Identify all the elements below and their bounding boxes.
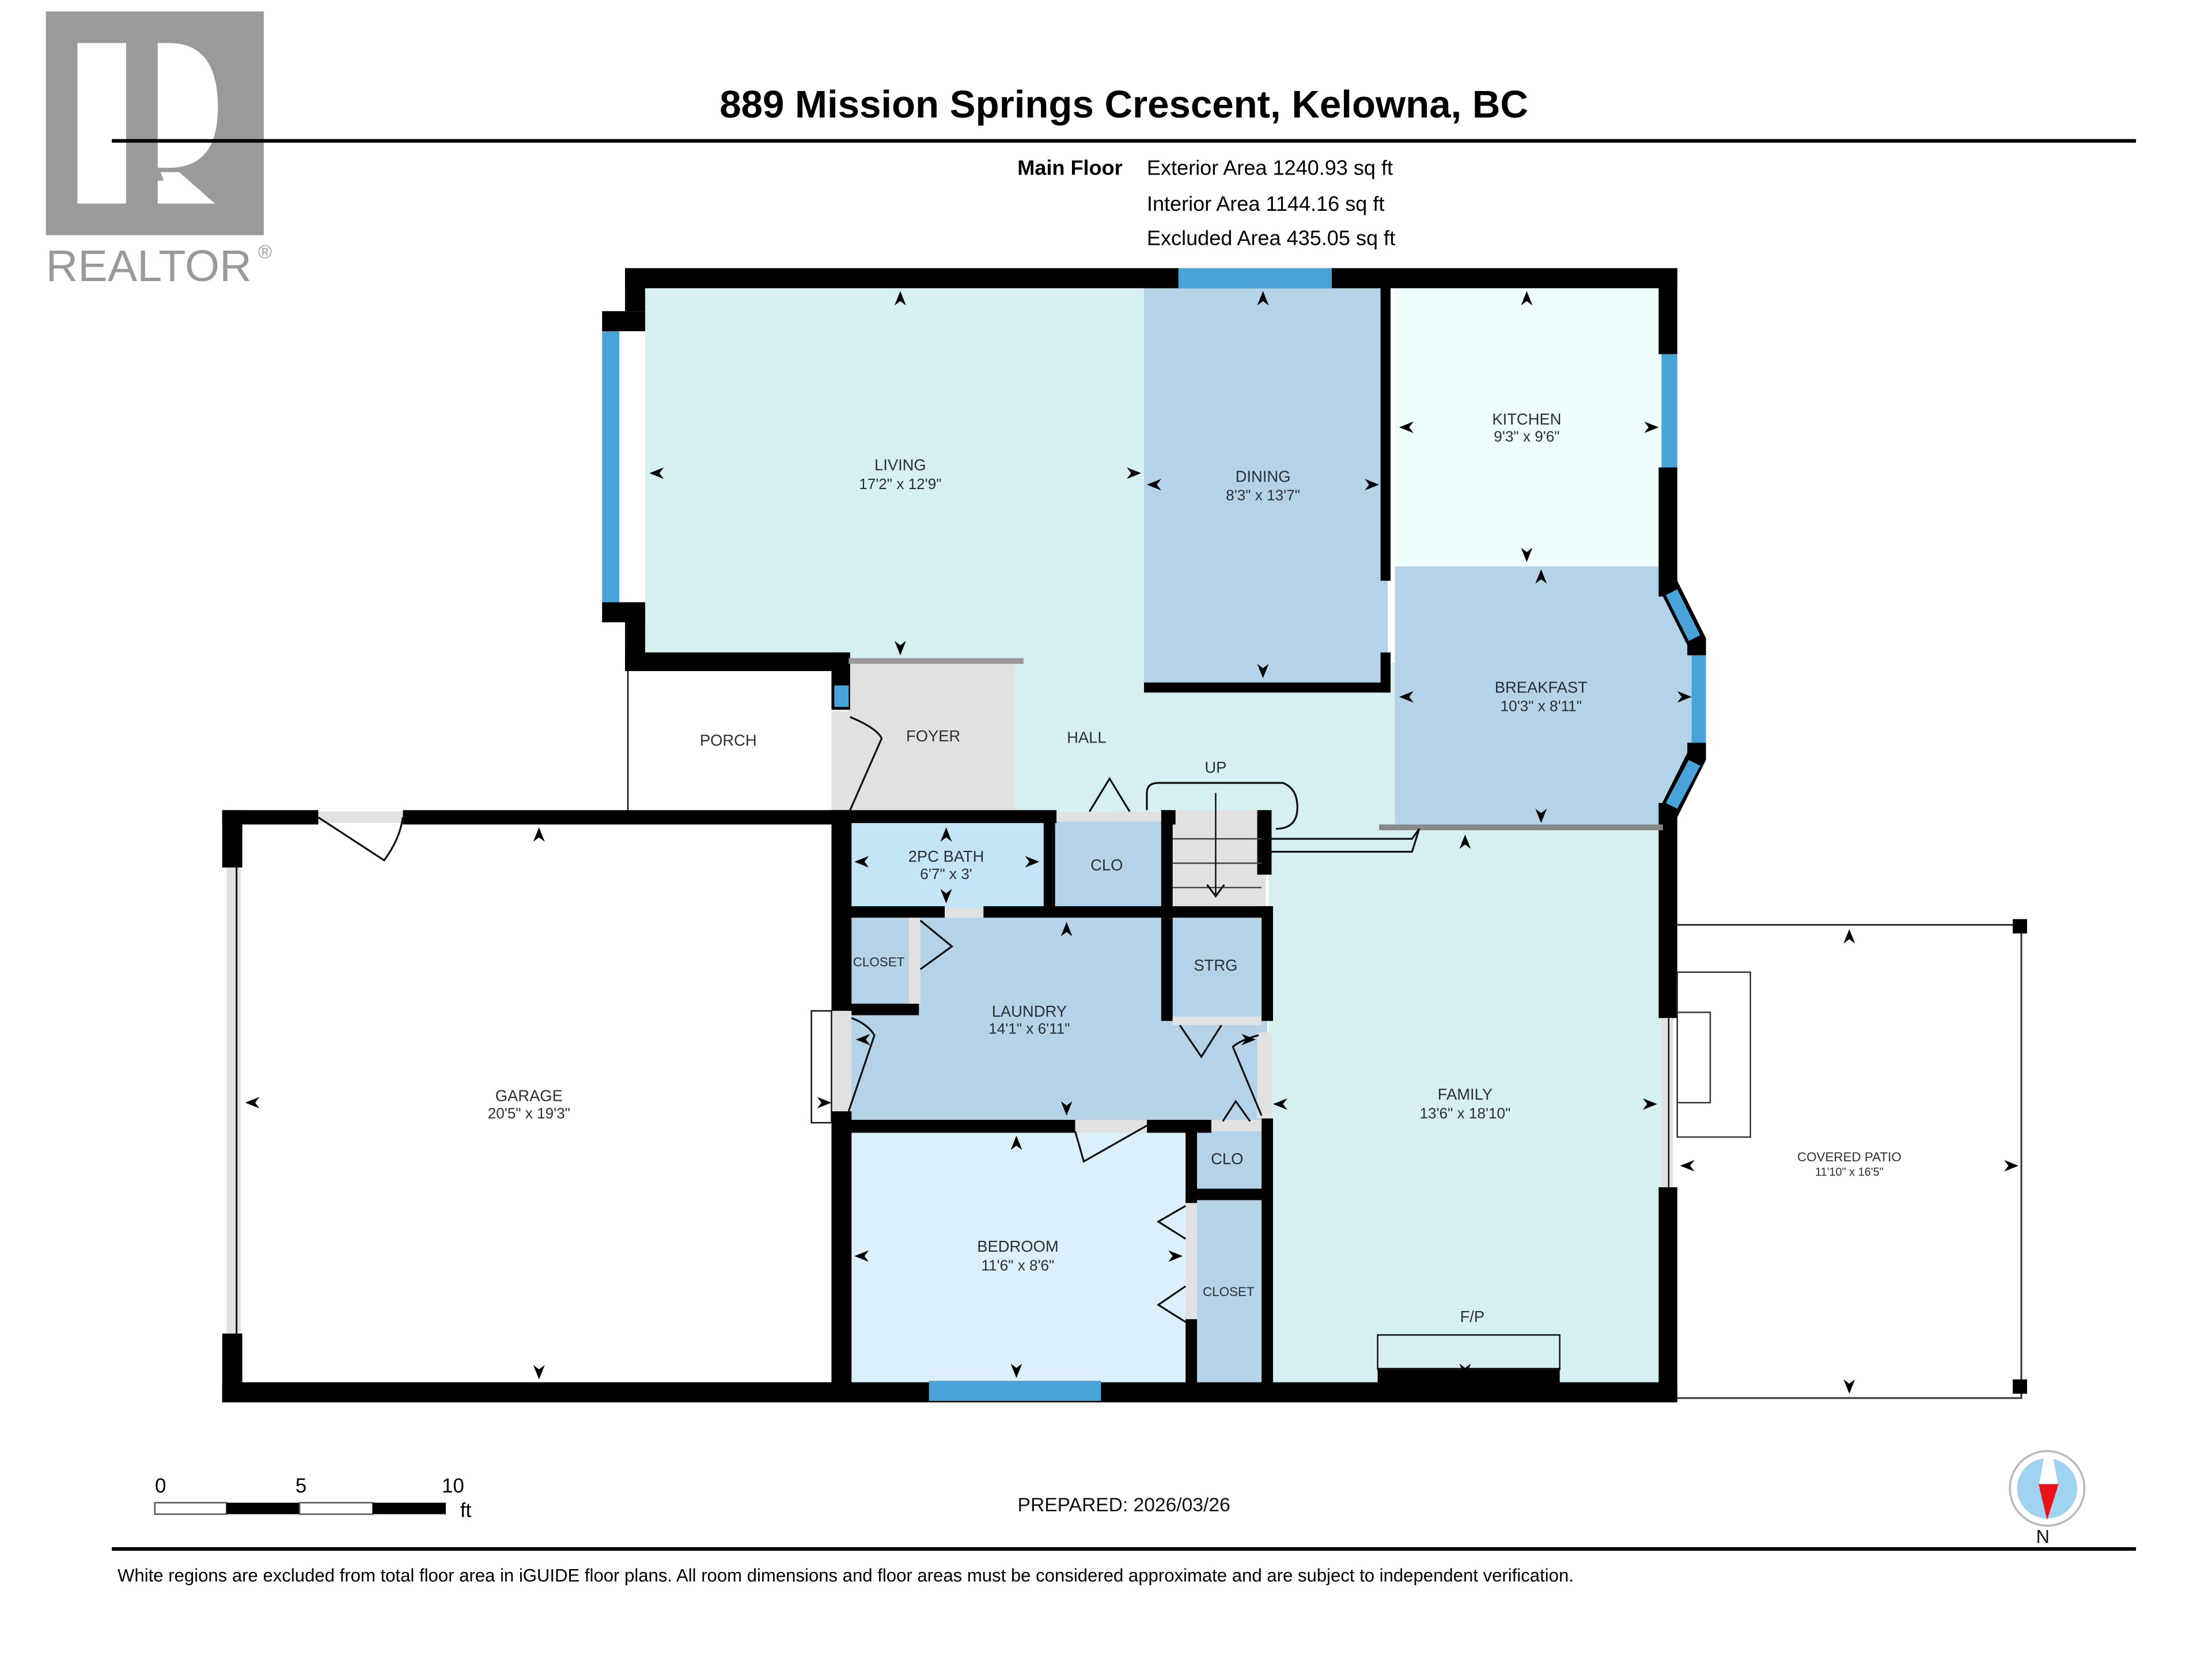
fireplace-hearth [1377,1334,1560,1370]
laundry-closet-name: CLOSET [853,955,905,969]
window-foyer [834,685,849,707]
interior-area: Interior Area 1144.16 sq ft [1147,192,1384,215]
window-breakfast [1691,655,1706,743]
bath-name: 2PC BATH [908,847,984,865]
scale-tick-0: 0 [155,1475,166,1497]
floor-label: Main Floor [1017,156,1122,180]
closet-bifold-lower[interactable] [1156,1285,1187,1323]
window-living [602,331,620,603]
window-breakfast-lower [1665,760,1700,809]
dining-dims: 8'3" x 13'7" [1226,487,1300,504]
dining-name: DINING [1236,467,1291,485]
window-kitchen [1661,354,1677,468]
closet-bifold-upper[interactable] [1156,1205,1186,1240]
doors [226,658,2027,1399]
laundry-family-door[interactable] [1232,1034,1263,1116]
dimension-arrows [245,291,2019,1394]
stair-landing [1146,782,1298,830]
breakfast-name: BREAKFAST [1495,678,1588,696]
foyer-name: FOYER [906,727,960,745]
strg-name: STRG [1194,956,1237,974]
bath-dims: 6'7" x 3' [920,865,972,882]
room-foyer[interactable] [849,662,1015,820]
windows [602,268,1706,1401]
room-clo-top[interactable] [1054,820,1163,910]
laundry-name: LAUNDRY [992,1002,1067,1020]
footer-rule [112,1547,2137,1551]
exterior-area: Exterior Area 1240.93 sq ft [1147,156,1393,180]
scale-tick-5: 5 [296,1475,306,1497]
family-dims: 13'6" x 18'10" [1420,1105,1511,1122]
room-family[interactable] [1268,827,1668,1384]
clo-door[interactable] [1088,777,1131,812]
compass-north-label: N [2036,1526,2050,1547]
scale-unit: ft [460,1499,472,1522]
room-fills [645,286,1698,1384]
bedroom-dims: 11'6" x 8'6" [982,1256,1055,1274]
garage-name: GARAGE [495,1087,563,1105]
hall-name: HALL [1067,728,1106,746]
patio-name: COVERED PATIO [1797,1150,1902,1164]
room-closet-bedroom[interactable] [1197,1198,1262,1384]
room-bedroom[interactable] [849,1131,1187,1384]
stairs-up-label: UP [1205,759,1226,777]
window-bedroom [929,1381,1101,1401]
room-dining[interactable] [1143,286,1388,684]
header-rule [112,139,2137,143]
front-door[interactable] [849,716,883,811]
family-name: FAMILY [1438,1085,1493,1103]
clo-bottom-name: CLO [1211,1150,1243,1168]
room-clo-bottom[interactable] [1197,1131,1262,1189]
window-dining [1178,268,1332,289]
room-living[interactable] [645,286,1147,663]
realtor-logo: REALTOR ® [46,11,272,291]
room-kitchen[interactable] [1395,286,1668,567]
bedroom-door[interactable] [1074,1124,1147,1163]
laundry-closet-door[interactable] [919,919,954,971]
room-labels: LIVING 17'2" x 12'9" DINING 8'3" x 13'7"… [488,410,1902,1325]
garage-side-door[interactable] [317,816,404,862]
porch-name: PORCH [700,731,757,749]
patio-slider[interactable] [1661,1018,1673,1188]
walls [222,268,1706,1403]
bedroom-closet-name: CLOSET [1203,1285,1255,1299]
kitchen-name: KITCHEN [1492,410,1561,428]
footer-disclaimer: White regions are excluded from total fl… [118,1566,1574,1586]
patio-outline [1677,924,2022,1399]
clo-top-name: CLO [1090,856,1123,874]
patio-dims: 11'10" x 16'5" [1815,1166,1884,1179]
scale-bar: 0 5 10 ft [154,1475,472,1522]
garage-dims: 20'5" x 19'3" [488,1105,570,1122]
window-breakfast-upper [1665,589,1700,641]
garage-laundry-door[interactable] [847,1017,876,1112]
registered-mark: ® [258,241,272,262]
strg-door[interactable] [1179,1024,1222,1059]
breakfast-dims: 10'3" x 8'11" [1501,698,1582,715]
garage-door[interactable] [226,867,241,1334]
bedroom-name: BEDROOM [977,1237,1058,1255]
kitchen-dims: 9'3" x 9'6" [1494,428,1559,445]
excluded-area: Excluded Area 435.05 sq ft [1147,226,1395,250]
scale-tick-10: 10 [442,1475,464,1497]
page-title: 889 Mission Springs Crescent, Kelowna, B… [719,83,1528,126]
living-dims: 17'2" x 12'9" [859,475,941,493]
realtor-wordmark: REALTOR [46,241,252,291]
prepared-date: PREPARED: 2026/03/26 [1018,1495,1230,1516]
room-breakfast[interactable] [1395,566,1698,828]
compass-icon: N [2009,1450,2086,1547]
laundry-dims: 14'1" x 6'11" [988,1020,1070,1037]
fireplace-label: F/P [1460,1308,1485,1325]
living-name: LIVING [874,456,926,474]
